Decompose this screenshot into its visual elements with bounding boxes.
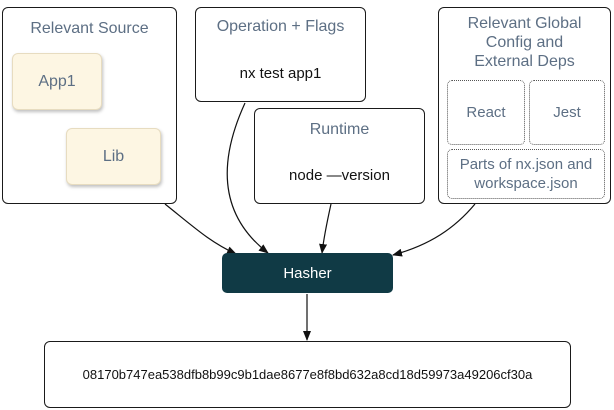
app1-node: App1 xyxy=(12,53,102,110)
operation-flags-title: Operation + Flags xyxy=(216,18,345,35)
operation-flags-box: Operation + Flags nx test app1 xyxy=(195,7,366,102)
runtime-box: Runtime node —version xyxy=(254,108,425,204)
lib-node: Lib xyxy=(66,128,161,185)
relevant-source-box: Relevant Source App1 Lib xyxy=(2,7,177,204)
arrow-source-to-hasher xyxy=(164,203,237,255)
dep-jest: Jest xyxy=(529,80,605,145)
hasher-node: Hasher xyxy=(222,253,393,293)
global-config-title-line1: Relevant Global xyxy=(467,15,582,32)
global-config-title-line2: Config and xyxy=(485,34,564,51)
runtime-command: node —version xyxy=(289,167,390,184)
nx-config-line1: Parts of nx.json and xyxy=(459,156,593,173)
arrow-global-to-hasher xyxy=(392,203,476,257)
hash-output-box: 08170b747ea538dfb8b99c9b1dae8677e8f8bd63… xyxy=(44,341,571,408)
arrow-operation-to-hasher xyxy=(226,102,269,254)
arrow-runtime-to-hasher xyxy=(319,203,332,254)
nx-config-line2: workspace.json xyxy=(474,175,578,192)
nx-workspace-config: Parts of nx.json and workspace.json xyxy=(447,149,605,199)
relevant-source-title: Relevant Source xyxy=(30,20,149,37)
global-config-box: Relevant Global Config and External Deps… xyxy=(438,7,611,204)
runtime-title: Runtime xyxy=(309,121,370,138)
global-config-title-line3: External Deps xyxy=(474,53,575,70)
dep-react: React xyxy=(447,80,525,145)
operation-command: nx test app1 xyxy=(239,65,322,82)
